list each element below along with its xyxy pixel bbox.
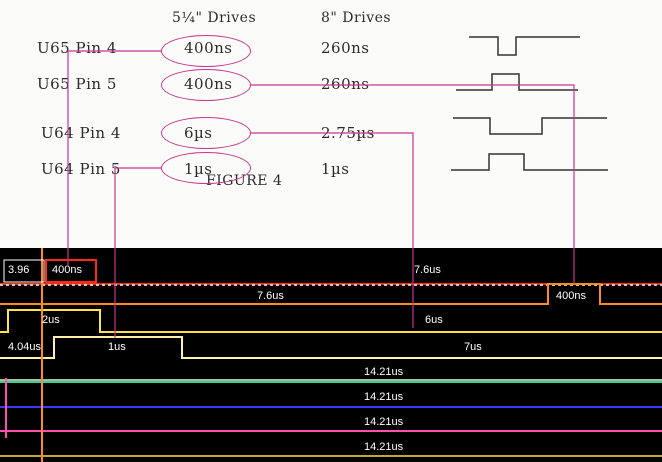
- ch4-left-label: 4.04us: [8, 341, 42, 353]
- ch4-pulse-width-label: 1us: [108, 341, 126, 353]
- waveform-sketches: [451, 36, 608, 171]
- logic-analyzer-capture: 3.96 400ns 7.6us 7.6us 400ns 2us 6us 4.0…: [0, 248, 662, 462]
- trace-ch2: [0, 283, 662, 305]
- sketch-wave-u65-pin4: [469, 36, 580, 56]
- sketch-wave-u64-pin4: [453, 117, 607, 135]
- scanned-document: 5¼" Drives 8" Drives U65 Pin 4 400ns 260…: [37, 10, 608, 189]
- highlight-ring-u64-pin4: [161, 117, 251, 149]
- ch8-period-label: 14.21us: [364, 441, 404, 453]
- highlight-ring-u65-pin4: [161, 35, 251, 67]
- ch1-period-label: 7.6us: [414, 264, 441, 276]
- trace-ch3: [0, 309, 662, 333]
- logic-traces: [0, 248, 662, 462]
- ch1-pulse-width-label: 400ns: [52, 264, 82, 276]
- sketch-wave-u64-pin5: [451, 153, 608, 171]
- value-8in-u65-pin4: 260ns: [321, 39, 370, 57]
- header-5in-drives: 5¼" Drives: [172, 10, 257, 26]
- header-8in-drives: 8" Drives: [321, 10, 392, 26]
- sketch-wave-u65-pin5: [456, 73, 578, 91]
- highlight-ring-u65-pin5: [161, 69, 251, 101]
- ch2-pulse-width-label: 400ns: [556, 290, 586, 302]
- ch4-period-label: 7us: [464, 341, 482, 353]
- highlight-ring-u64-pin5: [161, 152, 251, 184]
- ch5-period-label: 14.21us: [364, 366, 404, 378]
- ch1-left-label: 3.96: [8, 264, 30, 276]
- ch3-pulse-width-label: 2us: [42, 314, 60, 326]
- trace-ch4: [0, 336, 662, 359]
- ch7-period-label: 14.21us: [364, 416, 404, 428]
- left-label-box: [3, 259, 45, 283]
- ch2-period-label: 7.6us: [257, 290, 284, 302]
- ch6-period-label: 14.21us: [364, 391, 404, 403]
- ch3-period-label: 6us: [425, 314, 443, 326]
